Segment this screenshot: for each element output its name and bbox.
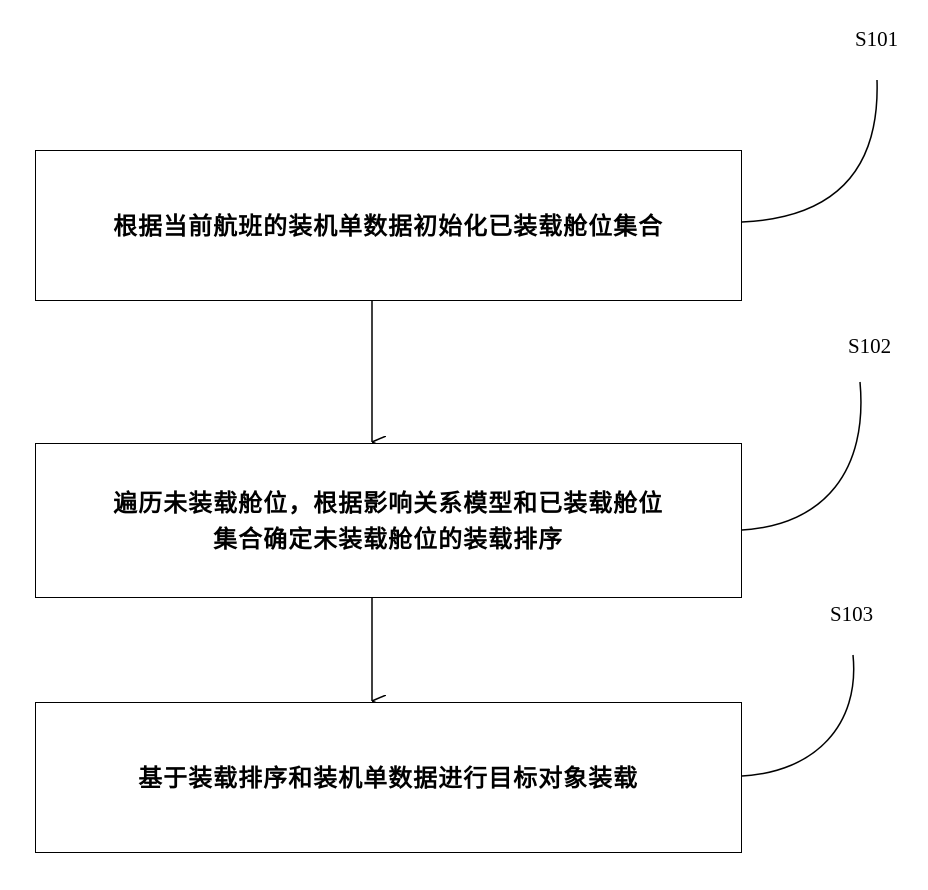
step-text-line: 基于装载排序和装机单数据进行目标对象装载 — [139, 760, 639, 796]
step-label-s101: S101 — [855, 27, 898, 51]
leader-line-s101 — [742, 80, 877, 222]
step-label-s103: S103 — [830, 602, 873, 626]
step-box-s101: 根据当前航班的装机单数据初始化已装载舱位集合 — [35, 150, 742, 301]
leader-line-s102 — [742, 382, 861, 530]
step-text-line: 遍历未装载舱位，根据影响关系模型和已装载舱位 — [114, 485, 664, 521]
step-box-s102: 遍历未装载舱位，根据影响关系模型和已装载舱位 集合确定未装载舱位的装载排序 — [35, 443, 742, 598]
step-text-s102: 遍历未装载舱位，根据影响关系模型和已装载舱位 集合确定未装载舱位的装载排序 — [114, 485, 664, 557]
step-box-s103: 基于装载排序和装机单数据进行目标对象装载 — [35, 702, 742, 853]
leader-line-s103 — [742, 655, 854, 776]
step-text-s101: 根据当前航班的装机单数据初始化已装载舱位集合 — [114, 208, 664, 244]
step-text-s103: 基于装载排序和装机单数据进行目标对象装载 — [139, 760, 639, 796]
step-text-line: 根据当前航班的装机单数据初始化已装载舱位集合 — [114, 208, 664, 244]
step-label-s102: S102 — [848, 334, 891, 358]
step-text-line: 集合确定未装载舱位的装载排序 — [114, 521, 664, 557]
